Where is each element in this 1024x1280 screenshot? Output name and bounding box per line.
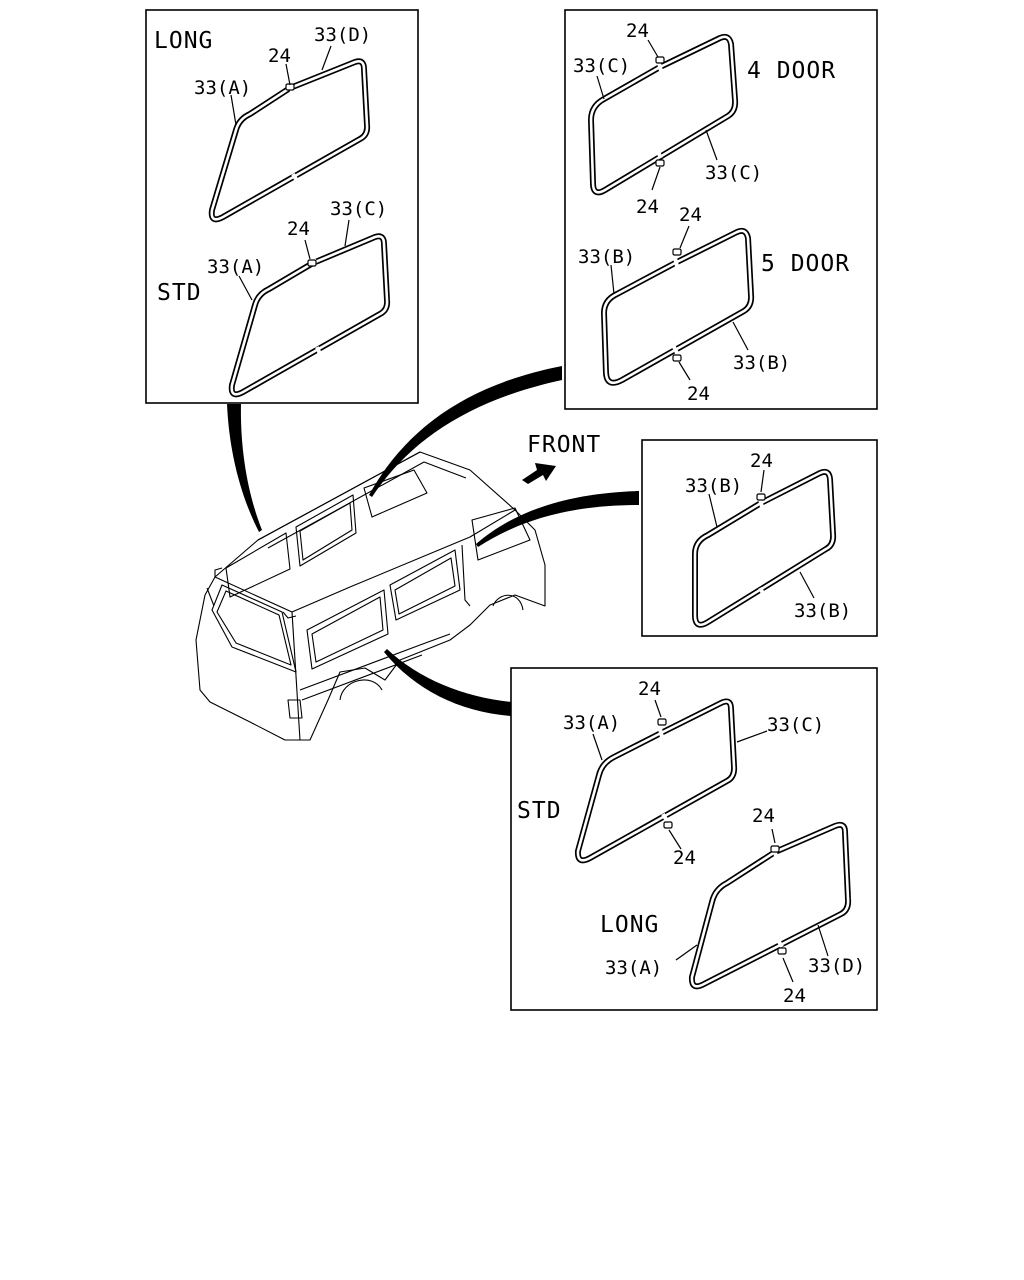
front-label: FRONT — [527, 432, 601, 458]
panel-top-right: 24 33(C) 4 DOOR 33(C) 24 24 33(B) 5 DOOR… — [564, 9, 878, 410]
panel-middle-right: 33(B) 24 33(B) — [641, 439, 878, 637]
variant-label-long: LONG — [154, 28, 213, 54]
front-arrow-icon — [522, 463, 556, 484]
part-label-33a: 33(A) — [563, 712, 620, 734]
leader-lines — [596, 39, 749, 381]
panel-top-left: LONG 33(A) 24 33(D) STD 33(A) 24 33(C) — [145, 9, 419, 404]
clip-label-24: 24 — [679, 204, 702, 226]
part-label-33c: 33(C) — [767, 714, 824, 736]
panel-bottom-right: 24 33(A) 33(C) STD 24 24 LONG 33(A) 33(D… — [510, 667, 878, 1011]
part-label-33a: 33(A) — [194, 77, 251, 99]
part-label-33c: 33(C) — [705, 162, 762, 184]
leader-lines — [592, 699, 829, 983]
gasket-std-side-window — [574, 698, 738, 864]
clip-label-24: 24 — [287, 218, 310, 240]
gasket-5-door-slide-window — [601, 227, 755, 386]
gasket-4-door-slide-window — [588, 33, 739, 196]
clip-label-24: 24 — [626, 20, 649, 42]
clip-label-24: 24 — [687, 383, 710, 405]
gasket-front-door-window — [692, 468, 837, 628]
part-label-33a: 33(A) — [605, 957, 662, 979]
variant-label-std: STD — [517, 798, 562, 824]
clip-label-24: 24 — [268, 45, 291, 67]
variant-label-long: LONG — [600, 912, 659, 938]
variant-label-std: STD — [157, 280, 202, 306]
clip-label-24: 24 — [636, 196, 659, 218]
clip-label-24: 24 — [638, 678, 661, 700]
van-body-drawing — [195, 451, 546, 741]
leader-lines — [230, 45, 350, 301]
gasket-long-side-window — [688, 821, 852, 990]
leader-wedges — [227, 366, 639, 716]
part-label-33b: 33(B) — [733, 352, 790, 374]
part-label-33c: 33(C) — [573, 55, 630, 77]
part-label-33b: 33(B) — [794, 600, 851, 622]
part-label-33b: 33(B) — [685, 475, 742, 497]
part-label-33d: 33(D) — [314, 24, 371, 46]
variant-label-5-door: 5 DOOR — [761, 251, 850, 277]
part-label-33b: 33(B) — [578, 246, 635, 268]
clip-label-24: 24 — [783, 985, 806, 1007]
gasket-long-rear-quarter — [208, 58, 371, 223]
clip-label-24: 24 — [750, 450, 773, 472]
part-label-33c: 33(C) — [330, 198, 387, 220]
clip-label-24: 24 — [752, 805, 775, 827]
leader-lines — [708, 469, 815, 599]
variant-label-4-door: 4 DOOR — [747, 58, 836, 84]
gasket-std-rear-quarter — [228, 233, 391, 398]
clip-label-24: 24 — [673, 847, 696, 869]
front-direction-indicator: FRONT — [522, 432, 601, 484]
part-label-33a: 33(A) — [207, 256, 264, 278]
part-label-33d: 33(D) — [808, 955, 865, 977]
